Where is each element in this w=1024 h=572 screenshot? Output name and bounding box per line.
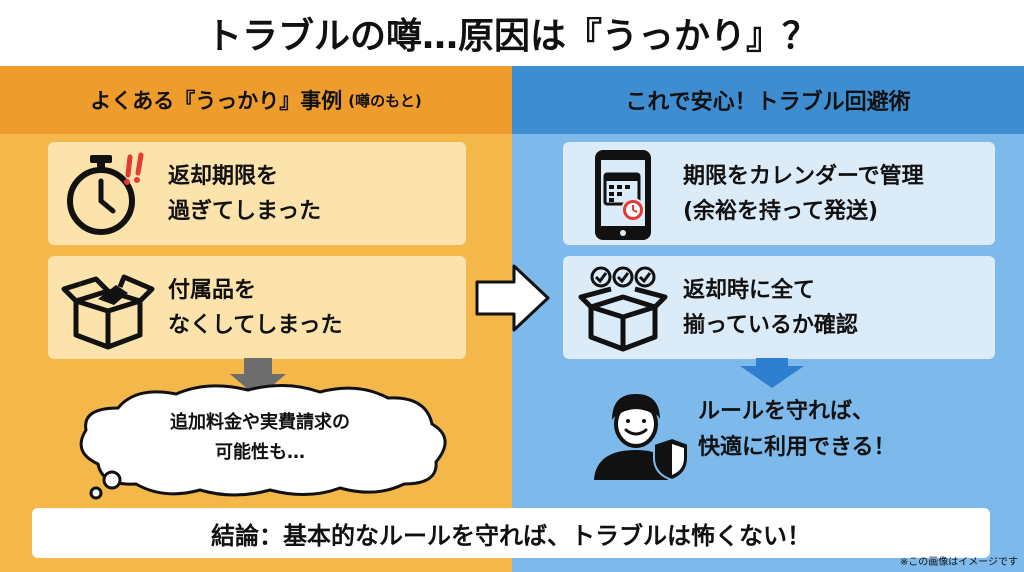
left-card-late-return: 返却期限を 過ぎてしまった: [48, 142, 466, 245]
right-result-text: ルールを守れば、 快適に利用できる！: [698, 399, 896, 460]
phone-calendar-icon: [563, 142, 683, 245]
image-note: ※この画像はイメージです: [899, 557, 1018, 568]
right-card-calendar: 期限をカレンダーで管理 (余裕を持って発送): [563, 142, 995, 245]
conclusion-banner: 結論：基本的なルールを守れば、トラブルは怖くない！: [32, 508, 990, 558]
right-card-text: 返却時に全て 揃っているか確認: [683, 277, 858, 338]
checked-box-icon: [563, 256, 683, 359]
left-card-text: 付属品を なくしてしまった: [168, 277, 343, 338]
left-header-sub: (噂のもと): [348, 91, 422, 110]
right-panel-header: これで安心！トラブル回避術: [512, 66, 1024, 134]
person-shield-icon: [594, 394, 689, 480]
right-card-check: 返却時に全て 揃っているか確認: [563, 256, 995, 359]
page-title: トラブルの噂…原因は『うっかり』？: [0, 0, 1024, 66]
open-box-icon: [48, 256, 168, 359]
left-card-text: 返却期限を 過ぎてしまった: [168, 163, 322, 224]
left-card-lost-accessory: 付属品を なくしてしまった: [48, 256, 466, 359]
left-header-label: よくある『うっかり』事例: [90, 89, 343, 113]
left-panel-header: よくある『うっかり』事例 (噂のもと): [0, 66, 512, 134]
right-arrow-icon: [475, 264, 550, 332]
left-down-arrow-icon: [230, 358, 286, 398]
stopwatch-alert-icon: [48, 142, 168, 245]
thought-cloud: [79, 383, 447, 500]
right-down-arrow-icon: [740, 358, 804, 388]
cloud-text: 追加料金や実費請求の 可能性も…: [170, 412, 350, 463]
right-card-text: 期限をカレンダーで管理 (余裕を持って発送): [683, 163, 924, 224]
